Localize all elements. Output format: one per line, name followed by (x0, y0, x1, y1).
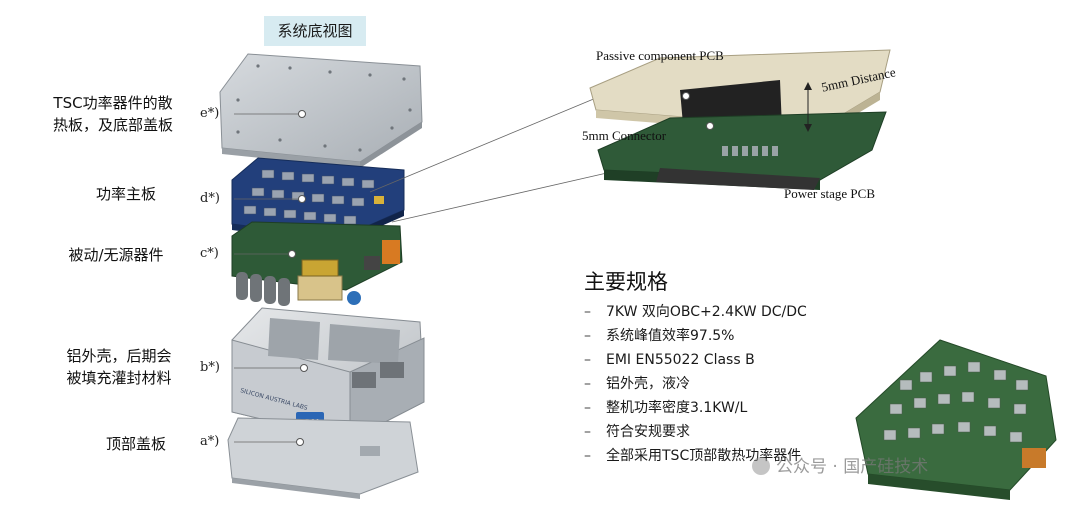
layer-label-passive: 被动/无源器件 (68, 246, 164, 264)
view-title: 系统底视图 (264, 16, 366, 46)
layer-tag-c: c*) (200, 246, 219, 261)
spec-item: –符合安规要求 (584, 424, 690, 440)
specs-list: –7KW 双向OBC+2.4KW DC/DC –系统峰值效率97.5% –EMI… (584, 300, 807, 468)
pcb-label-power: Power stage PCB (784, 186, 875, 201)
specs-title: 主要规格 (584, 270, 668, 294)
pcb-pin-passive (682, 92, 690, 100)
layer-tag-b: b*) (200, 360, 220, 375)
layer-label-power-board: 功率主板 (95, 185, 156, 203)
layer-tag-d: d*) (200, 191, 220, 206)
layer-label-heatsink: TSC功率器件的散 热板，及底部盖板 (52, 94, 173, 134)
spec-item: –铝外壳，液冷 (584, 376, 690, 392)
layer-pins (288, 110, 308, 446)
spec-item: –7KW 双向OBC+2.4KW DC/DC (584, 304, 807, 320)
layer-label-housing: 铝外壳，后期会 被填充灌封材料 (66, 347, 172, 387)
spec-item: –整机功率密度3.1KW/L (584, 400, 748, 416)
pcb-stack-detail (589, 49, 891, 190)
leader-lines (234, 97, 621, 443)
spec-item: –EMI EN55022 Class B (584, 352, 755, 368)
layer-tag-a: a*) (200, 434, 220, 449)
layer-tag-e: e*) (200, 106, 220, 121)
top-cover (227, 417, 419, 499)
spec-item: –全部采用TSC顶部散热功率器件 (584, 448, 802, 464)
heatsink-plate (219, 53, 423, 168)
pcb-label-connector: 5mm Connector (582, 128, 667, 143)
board-photo (855, 339, 1057, 500)
pcb-pin-connector (706, 122, 714, 130)
watermark: 公众号 · 国产硅技术 (752, 452, 928, 477)
spec-item: –系统峰值效率97.5% (584, 328, 735, 344)
layer-label-top-cover: 顶部盖板 (105, 435, 166, 453)
wechat-icon (752, 457, 770, 475)
pcb-label-passive: Passive component PCB (596, 48, 724, 63)
passive-components (231, 221, 403, 306)
